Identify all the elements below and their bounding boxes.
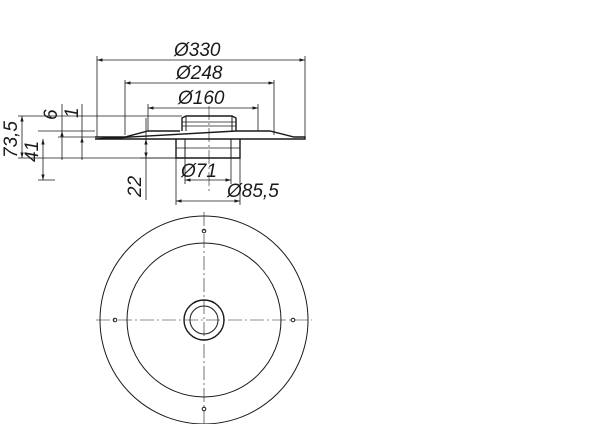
dim-d248: Ø248 bbox=[124, 63, 275, 135]
dim-h22: 22 bbox=[125, 118, 176, 200]
fixing-hole-top bbox=[201, 228, 207, 234]
dim-d85-5-label: Ø85,5 bbox=[226, 181, 279, 202]
top-view bbox=[96, 212, 312, 424]
dim-d85-5: Ø85,5 bbox=[175, 158, 279, 205]
flange-plate bbox=[94, 130, 306, 140]
dim-d71: Ø71 bbox=[180, 158, 232, 184]
dim-d330-label: Ø330 bbox=[173, 40, 221, 61]
dim-h1-label: 1 bbox=[62, 107, 83, 118]
dim-h73-5-label: 73,5 bbox=[1, 121, 22, 158]
dim-d160-label: Ø160 bbox=[177, 88, 225, 109]
side-view bbox=[94, 106, 306, 192]
dim-h6-label: 6 bbox=[41, 109, 62, 120]
fixing-hole-right bbox=[290, 317, 296, 323]
fixing-hole-bottom bbox=[201, 406, 207, 412]
dim-d248-label: Ø248 bbox=[175, 63, 223, 84]
outlet-body bbox=[175, 139, 241, 159]
dim-h41-label: 41 bbox=[22, 141, 43, 162]
dim-heights: 73,5 41 6 1 bbox=[1, 104, 182, 181]
dim-d160: Ø160 bbox=[147, 88, 259, 131]
dim-d330: Ø330 bbox=[96, 40, 306, 137]
dim-d71-label: Ø71 bbox=[180, 161, 217, 182]
dim-h22-label: 22 bbox=[125, 175, 146, 198]
fixing-hole-left bbox=[112, 317, 118, 323]
